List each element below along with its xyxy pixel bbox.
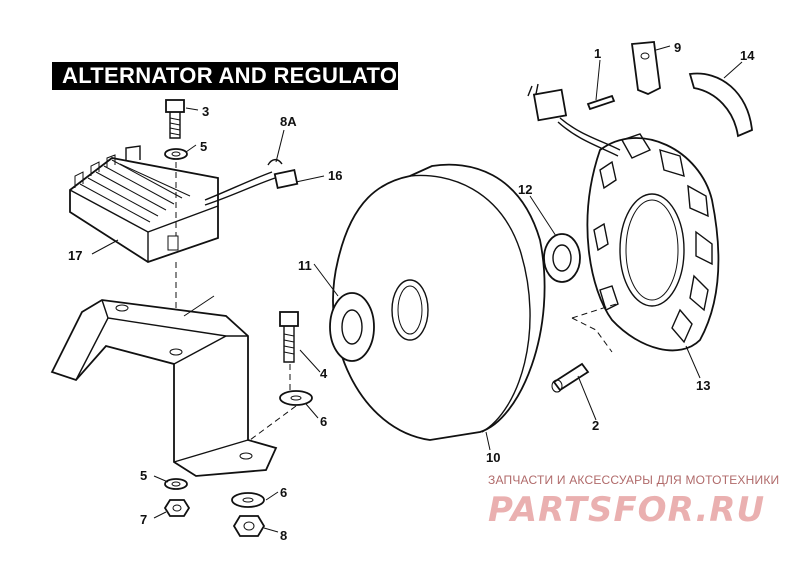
- callout-4: 4: [320, 366, 328, 381]
- callout-3: 3: [202, 104, 209, 119]
- regulator-part: [69, 145, 219, 263]
- bracket-part: [50, 299, 278, 477]
- diagram-title: ALTERNATOR AND REGULATOR: [52, 62, 413, 90]
- callout-9: 9: [674, 40, 681, 55]
- lockwasher-6-lower: [231, 492, 265, 508]
- grommet-14: [688, 72, 753, 138]
- callout-10: 10: [486, 450, 500, 465]
- leader-lines: [91, 45, 743, 533]
- stator-part: [586, 133, 720, 352]
- callout-6-upper: 6: [320, 414, 327, 429]
- callout-1: 1: [594, 46, 601, 61]
- nut-7: [163, 499, 191, 517]
- lockwasher-5-bottom: [164, 478, 188, 490]
- callout-11: 11: [298, 258, 312, 273]
- callout-5-bottom: 5: [140, 468, 147, 483]
- bolt-3: [165, 99, 185, 139]
- callout-6-lower: 6: [280, 485, 287, 500]
- callout-labels: 3 5 8A 16 17 11 4 6 5 7 6 8 10 12 1 9 14…: [68, 40, 755, 543]
- callout-8: 8: [280, 528, 287, 543]
- stator-plug: [532, 88, 568, 122]
- bolt-4: [279, 311, 299, 363]
- nut-8: [232, 515, 266, 537]
- watermark-caption: ЗАПЧАСТИ И АКСЕССУАРЫ ДЛЯ МОТОТЕХНИКИ: [488, 473, 780, 487]
- callout-8a: 8A: [280, 114, 297, 129]
- callout-12: 12: [518, 182, 532, 197]
- watermark-logo: PARTSFOR.RU: [488, 490, 766, 530]
- washer-11: [329, 292, 375, 362]
- clamp-9: [630, 41, 661, 95]
- callout-13: 13: [696, 378, 710, 393]
- callout-2: 2: [592, 418, 599, 433]
- lockwasher-6-upper: [279, 390, 313, 406]
- callout-5-top: 5: [200, 139, 207, 154]
- lockwasher-5-top: [164, 148, 188, 160]
- screw-2: [552, 362, 590, 392]
- callout-14: 14: [740, 48, 755, 63]
- callout-7: 7: [140, 512, 147, 527]
- spacer-12: [543, 233, 581, 283]
- plug-15: [273, 169, 299, 189]
- screw-1: [586, 94, 616, 111]
- callout-16: 17: [68, 248, 82, 263]
- callout-15: 16: [328, 168, 342, 183]
